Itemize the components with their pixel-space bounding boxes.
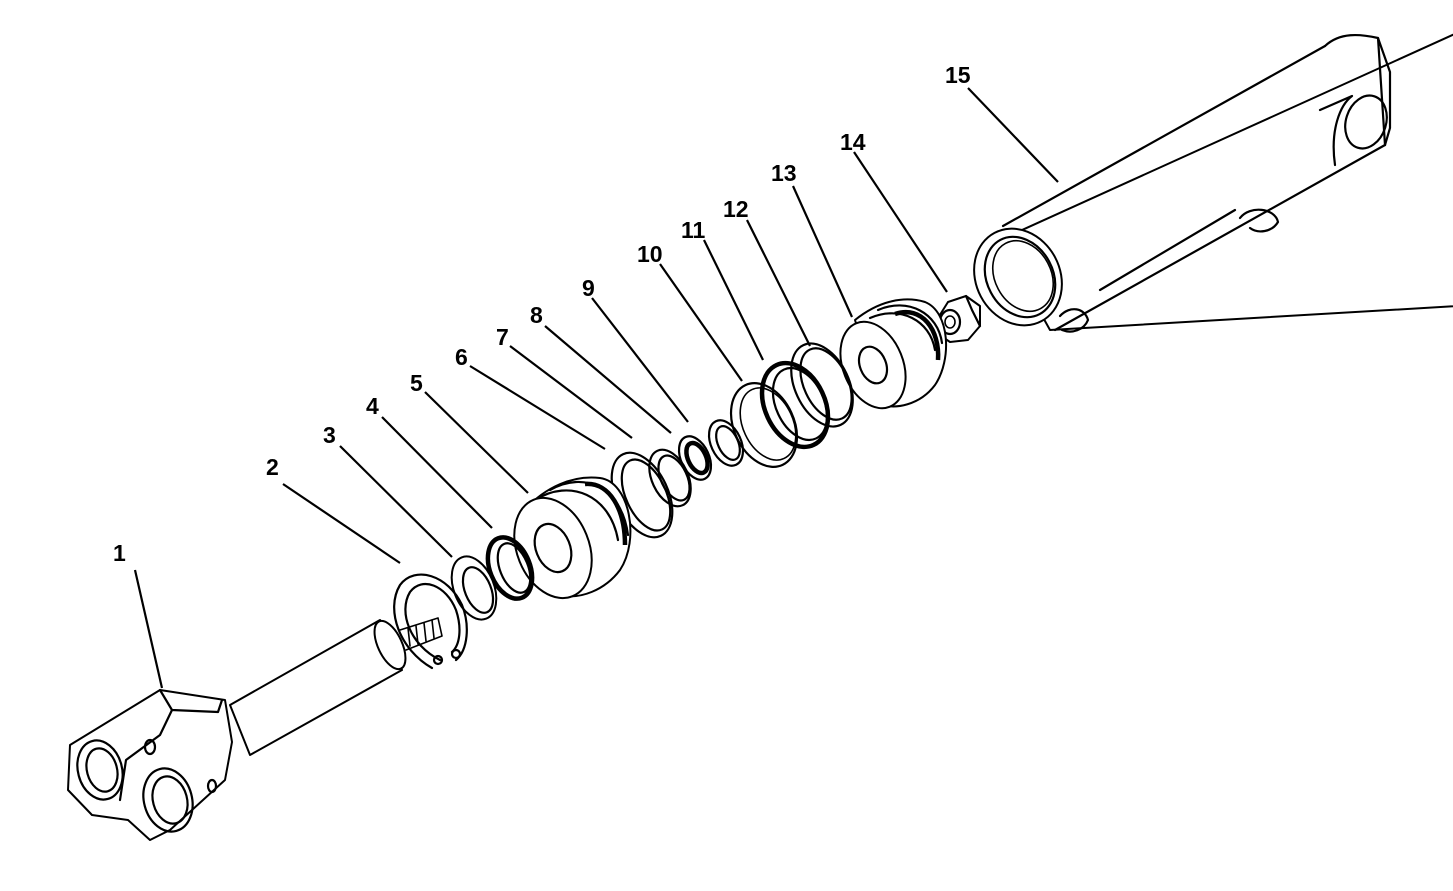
part-13-piston	[839, 298, 948, 410]
callout-4: 4	[366, 393, 379, 419]
leader-15	[967, 87, 1059, 183]
leader-8	[544, 325, 672, 434]
part-15-cylinder-barrel	[973, 33, 1453, 333]
part-4-seal	[485, 535, 535, 601]
callout-2: 2	[266, 454, 279, 480]
leader-2	[282, 483, 401, 564]
callout-1: 1	[113, 540, 126, 566]
leader-6	[469, 365, 606, 450]
leader-5	[424, 391, 529, 494]
part-1-rod-clevis	[67, 617, 443, 841]
leader-lines	[133, 87, 1059, 689]
callout-labels: 1 2 3 4 5 6 7 8 9 10 11 12 13 14 15	[113, 62, 971, 566]
leader-3	[339, 445, 453, 558]
callout-11: 11	[681, 217, 706, 243]
part-14-hex-nut	[937, 294, 982, 343]
leader-14	[853, 151, 948, 293]
part-11-seal	[759, 360, 831, 450]
leader-11	[703, 239, 764, 361]
callout-10: 10	[637, 241, 663, 267]
callout-13: 13	[771, 160, 797, 186]
leader-7	[509, 345, 633, 439]
callout-5: 5	[410, 370, 423, 396]
callout-7: 7	[496, 324, 509, 350]
callout-3: 3	[323, 422, 336, 448]
leader-4	[381, 416, 493, 529]
callout-9: 9	[582, 275, 595, 301]
leader-13	[791, 185, 854, 318]
callout-15: 15	[945, 62, 971, 88]
part-2-snap-ring	[393, 573, 468, 670]
callout-14: 14	[840, 129, 866, 155]
callout-12: 12	[723, 196, 749, 222]
leader-10	[659, 263, 743, 382]
leader-1	[133, 569, 164, 689]
leader-9	[591, 297, 689, 423]
part-12-ring	[790, 342, 854, 428]
part-9-ring	[707, 419, 745, 467]
leader-12	[746, 219, 811, 347]
callout-6: 6	[455, 344, 468, 370]
callout-8: 8	[530, 302, 543, 328]
part-3-ring	[450, 555, 498, 621]
